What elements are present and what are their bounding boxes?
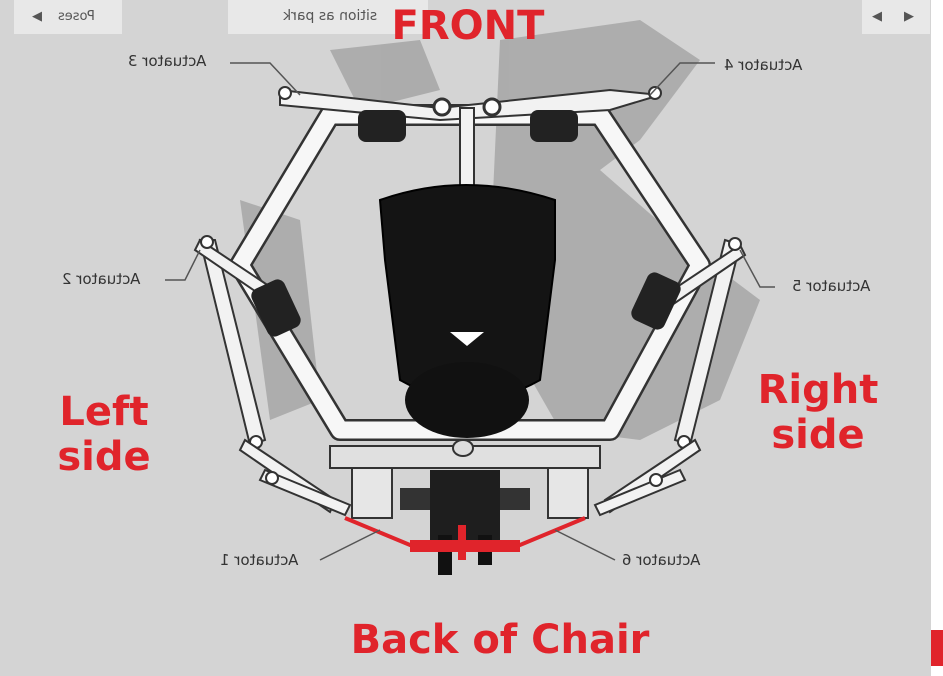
side-actuator-motors: [251, 272, 681, 337]
poses-label: Poses: [58, 9, 95, 24]
next-arrow-icon[interactable]: ◀: [872, 8, 882, 23]
actuator-4-label: Actuator 4: [724, 56, 803, 74]
seat: [378, 184, 556, 457]
right-edge-strip: [931, 0, 943, 676]
position-as-park-label: sition as park: [283, 8, 378, 24]
side-arms: [193, 235, 747, 449]
actuator-5-label: Actuator 5: [792, 277, 871, 295]
prev-arrow-icon[interactable]: ▶: [904, 8, 914, 23]
poses-button[interactable]: Poses ◀: [14, 0, 122, 34]
base-plate: [329, 445, 601, 575]
right-side-line1: Right: [757, 367, 879, 413]
actuator-leader-lines: [165, 62, 775, 561]
position-as-park-button[interactable]: sition as park: [228, 0, 428, 34]
right-side-label: Right side: [748, 368, 888, 458]
back-of-chair-label: Back of Chair: [350, 617, 650, 663]
nav-arrows[interactable]: ◀ ▶: [862, 0, 930, 34]
front-label: FRONT: [391, 3, 545, 49]
left-side-label: Left side: [42, 390, 166, 480]
poses-arrow-icon: ◀: [32, 8, 42, 23]
left-side-line2: side: [57, 433, 151, 480]
actuator-3-label: Actuator 3: [128, 52, 207, 70]
left-side-line1: Left: [59, 389, 149, 435]
right-side-line2: side: [771, 411, 865, 458]
actuator-2-label: Actuator 2: [62, 270, 141, 288]
bottom-linkages: [238, 438, 702, 517]
top-arms: [278, 86, 662, 189]
actuator-1-label: Actuator 1: [220, 551, 299, 569]
actuator-6-label: Actuator 6: [622, 551, 701, 569]
right-edge-red-mark: [931, 630, 943, 666]
